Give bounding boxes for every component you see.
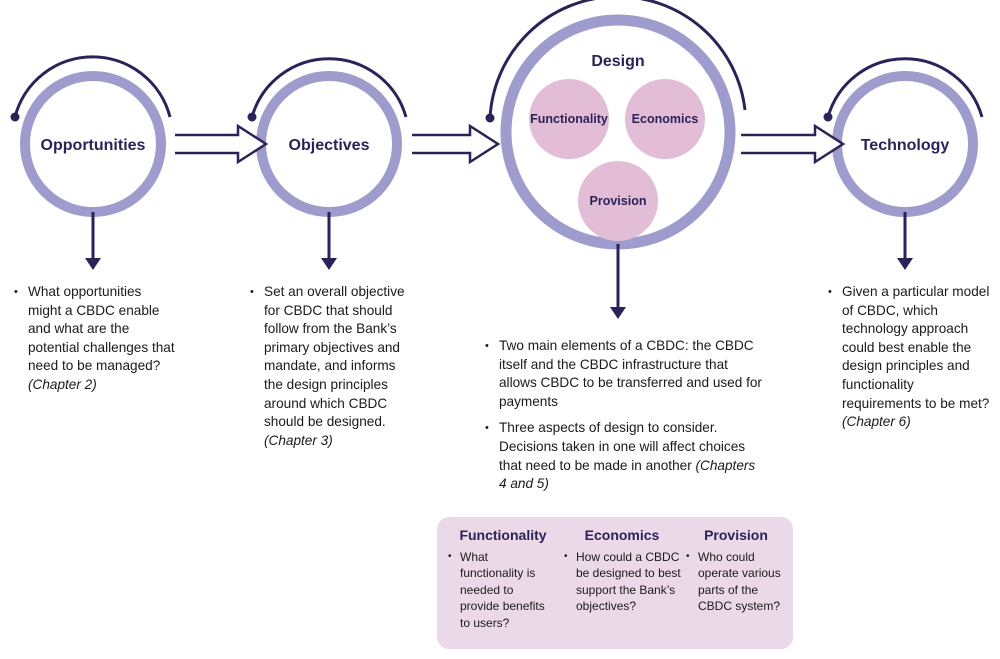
aspect-functionality: Functionality What functionality is need… [447,527,559,631]
note-item: Two main elements of a CBDC: the CBDC it… [483,337,763,411]
note-text: Two main elements of a CBDC: the CBDC it… [499,338,762,409]
note-item: Given a particular model of CBDC, which … [826,283,991,432]
note-item: Three aspects of design to consider. Dec… [483,419,763,493]
design-aspects-box: Functionality What functionality is need… [437,517,793,649]
flow-arrow-3 [741,123,846,165]
note-technology: Given a particular model of CBDC, which … [826,283,991,440]
note-item: What opportunities might a CBDC enable a… [12,283,177,395]
flow-arrow-1 [175,123,269,165]
orbit-dot-design [485,113,495,123]
note-design: Two main elements of a CBDC: the CBDC it… [483,337,763,502]
note-text: What opportunities might a CBDC enable a… [28,284,175,374]
note-opportunities: What opportunities might a CBDC enable a… [12,283,177,403]
bubble-label-functionality: Functionality [530,112,608,126]
stage-title-design: Design [591,53,644,70]
stage-objectives: Objectives [247,57,408,217]
chapter-ref: (Chapters 4 and 5) [499,457,756,492]
stage-design: Design Functionality Economics Provision [485,0,747,250]
note-text: Set an overall objective for CBDC that s… [264,284,405,430]
orbit-dot-objectives [247,112,257,122]
orbit-arc-opportunities [13,55,172,118]
chapter-ref: (Chapter 2) [28,376,97,392]
stage-opportunities: Opportunities [10,55,172,217]
bubble-label-economics: Economics [632,112,699,126]
chapter-ref: (Chapter 3) [264,432,333,448]
note-objectives: Set an overall objective for CBDC that s… [248,283,418,458]
orbit-arc-design [488,0,747,119]
flow-arrow-2 [412,123,501,165]
down-arrow-opportunities [85,212,101,270]
bubble-functionality [529,79,609,159]
aspect-text: What functionality is needed to provide … [447,549,553,631]
stage-title-technology: Technology [861,137,950,154]
down-arrow-design [610,244,626,319]
aspect-title: Economics [584,527,660,543]
aspect-text: Who could operate various parts of the C… [685,549,787,615]
orbit-dot-technology [823,112,833,122]
down-arrow-objectives [321,212,337,270]
chapter-ref: (Chapter 6) [842,414,911,430]
aspect-title: Functionality [459,527,547,543]
stage-title-opportunities: Opportunities [41,137,146,154]
aspect-text: How could a CBDC be designed to best sup… [563,549,681,615]
note-text: Three aspects of design to consider. Dec… [499,420,746,473]
stage-title-objectives: Objectives [289,137,370,154]
aspect-title: Provision [704,527,768,543]
aspect-economics: Economics How could a CBDC be designed t… [563,527,681,615]
aspect-provision: Provision Who could operate various part… [685,527,787,615]
orbit-arc-objectives [250,57,408,118]
down-arrow-technology [897,212,913,270]
orbit-arc-technology [826,57,984,118]
stage-technology: Technology [823,57,984,217]
note-item: Set an overall objective for CBDC that s… [248,283,418,450]
bubble-provision [578,161,658,241]
orbit-dot-opportunities [10,112,20,122]
bubble-economics [625,79,705,159]
bubble-label-provision: Provision [590,194,647,208]
note-text: Given a particular model of CBDC, which … [842,284,990,411]
